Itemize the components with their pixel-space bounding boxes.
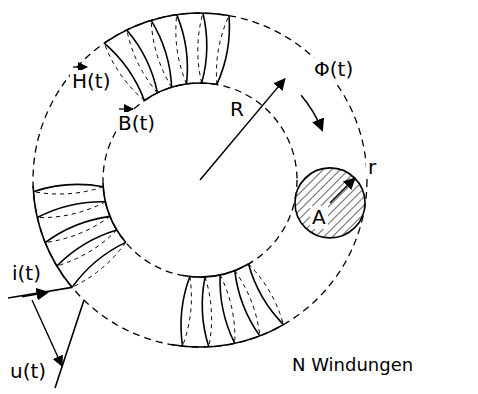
current-label: i(t) <box>10 262 43 285</box>
winding-turn-hidden <box>45 216 110 242</box>
winding-turn <box>151 20 171 87</box>
winding-turn-hidden <box>151 20 171 87</box>
voltage-label: u(t) <box>8 360 48 383</box>
winding <box>33 13 283 347</box>
flux-density-label: B(t) <box>116 112 157 135</box>
winding-turn <box>57 230 117 266</box>
winding-turn <box>217 16 230 85</box>
winding-turn-hidden <box>37 202 105 218</box>
radius-label: r <box>366 156 378 179</box>
winding-turn <box>181 276 190 346</box>
voltage-arrow <box>32 300 62 366</box>
winding-turn <box>249 264 284 325</box>
winding-turn <box>45 216 110 242</box>
winding-turn <box>33 184 103 191</box>
cross-section-ground <box>295 168 365 238</box>
winding-turn-hidden <box>183 276 192 346</box>
cross-section <box>295 168 365 238</box>
winding-turn-hidden <box>235 271 260 336</box>
winding-turn <box>177 15 188 84</box>
winding-turn-hidden <box>198 13 203 83</box>
radius-arrow <box>330 178 355 203</box>
field-strength-label: H(t) <box>70 70 113 93</box>
core-edge <box>183 264 248 277</box>
current-arrow <box>22 292 48 297</box>
flux-arrow <box>301 95 322 130</box>
winding-turn <box>202 13 207 83</box>
lead-wire <box>8 287 72 298</box>
winding-turn-hidden <box>72 242 126 287</box>
area-label: A <box>310 206 328 229</box>
lead-wire <box>55 300 84 388</box>
vector-arrow <box>73 66 87 67</box>
core-outline <box>33 13 367 347</box>
winding-turn <box>37 202 105 218</box>
winding-turn <box>235 271 260 336</box>
winding-turn-hidden <box>205 277 212 347</box>
winding-turn-hidden <box>57 230 117 266</box>
winding-turn-hidden <box>216 16 229 85</box>
winding-turn-hidden <box>176 15 187 84</box>
winding-turn-hidden <box>220 275 235 343</box>
annotation-arrows <box>8 67 365 388</box>
mean-radius-arrow <box>200 79 285 180</box>
winding-turn <box>220 275 235 343</box>
winding-turn <box>72 242 126 287</box>
winding-turn-hidden <box>33 187 103 194</box>
toroid-core <box>33 13 367 347</box>
winding-turn-hidden <box>249 264 284 325</box>
mean-radius-label: R <box>228 98 246 121</box>
core-edge <box>104 13 229 43</box>
flux-label: Φ(t) <box>312 58 355 81</box>
winding-count-label: N Windungen <box>290 355 415 376</box>
vector-arrow <box>119 108 133 109</box>
